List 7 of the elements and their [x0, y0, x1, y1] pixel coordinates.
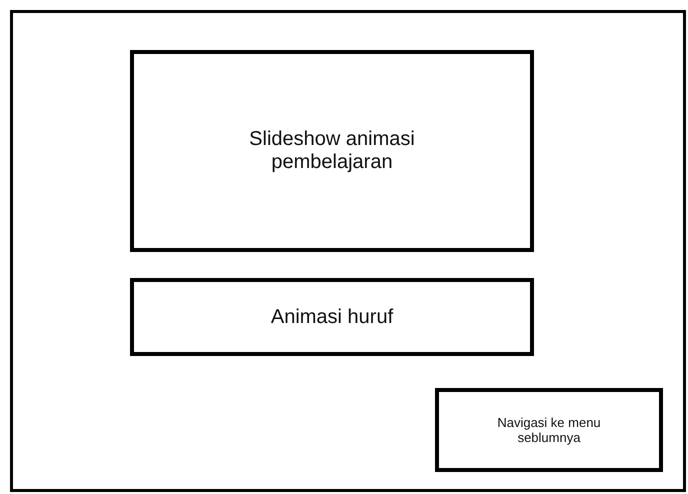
navigation-button	[435, 388, 663, 472]
panel-label: Animasi huruf	[270, 306, 394, 328]
content-panel	[130, 278, 534, 356]
screen-frame	[10, 10, 686, 492]
button-label: Navigasi ke menu seblumnya	[496, 415, 602, 445]
content-panel	[130, 50, 534, 252]
panel-label: Slideshow animasi pembelajaran	[248, 128, 416, 174]
